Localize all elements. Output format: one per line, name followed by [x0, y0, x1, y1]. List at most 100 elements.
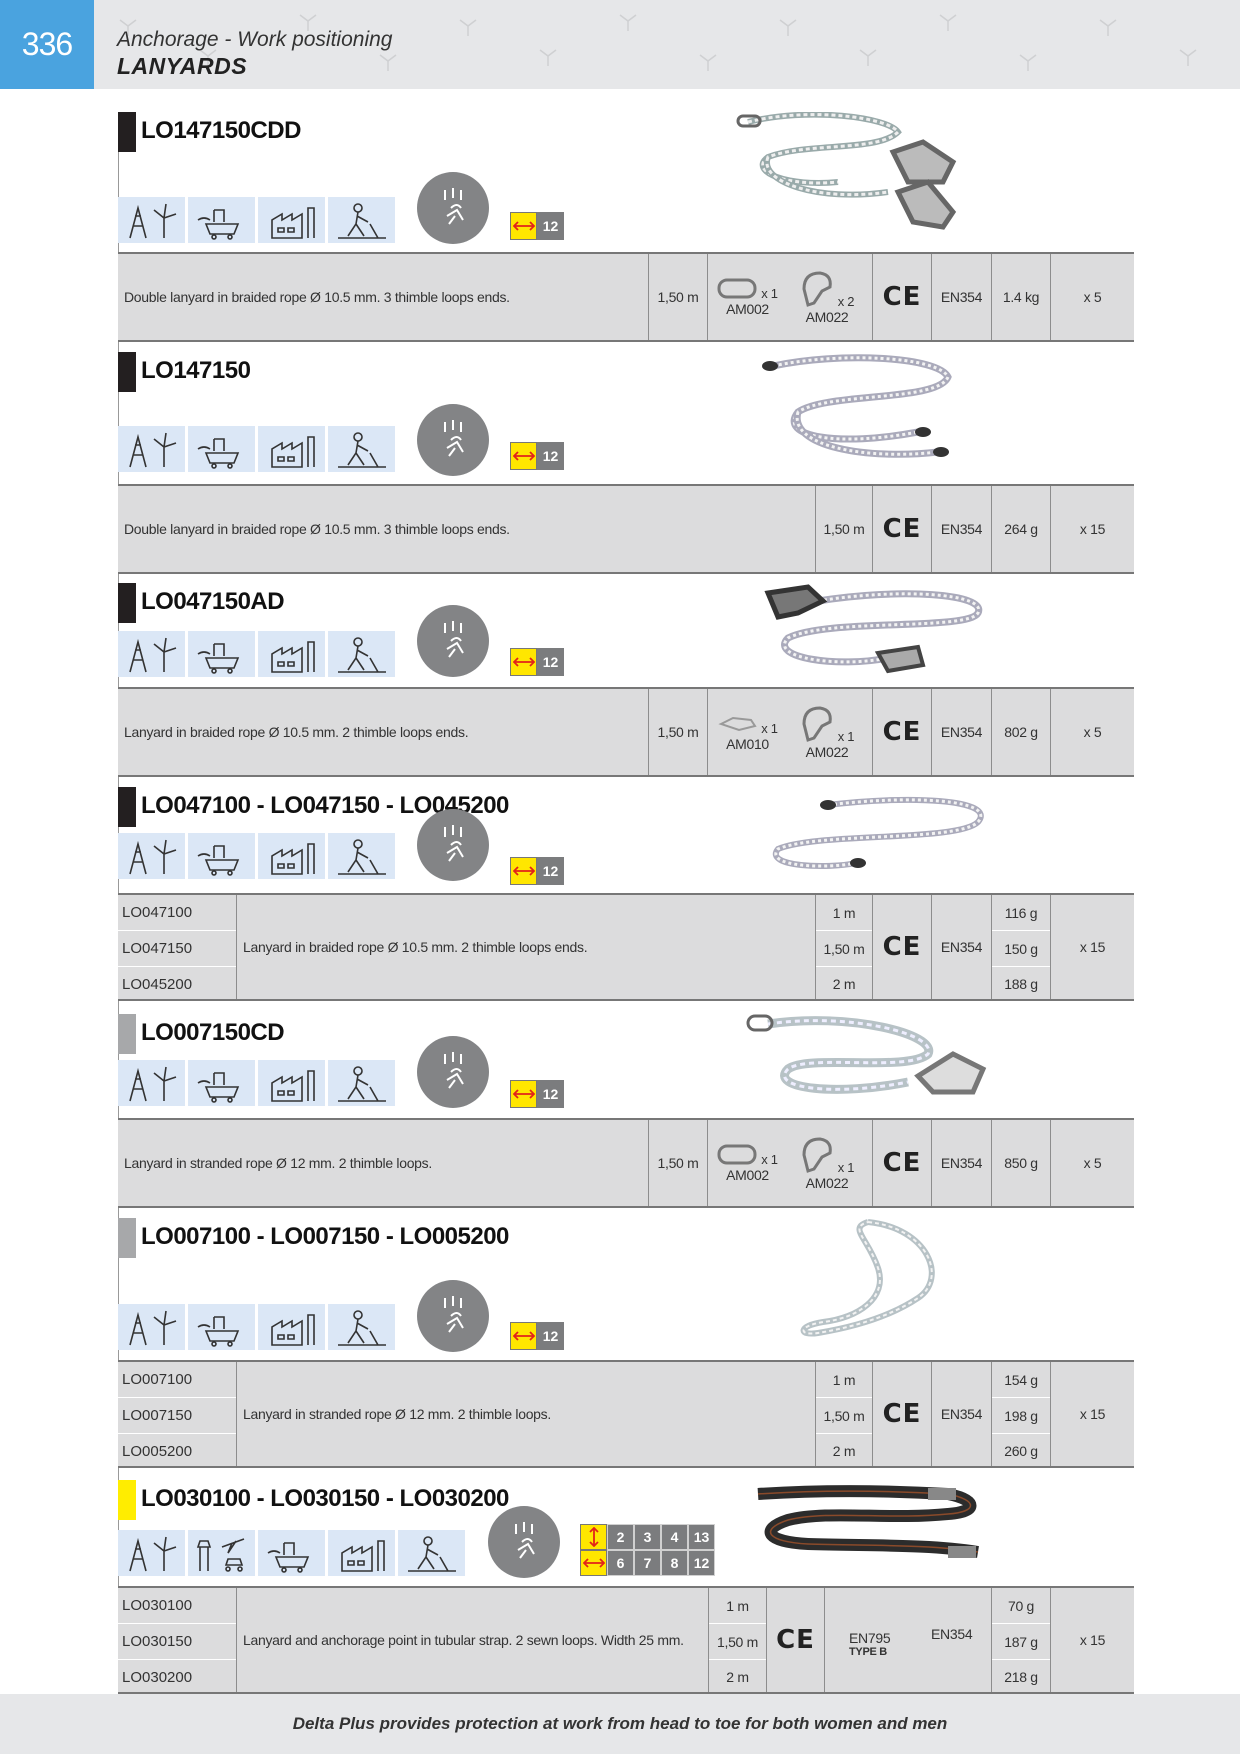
pack-cell: x 15 — [1050, 1588, 1134, 1692]
product-description: Double lanyard in braided rope Ø 10.5 mm… — [124, 521, 510, 537]
length-badge: 12 — [510, 1080, 564, 1108]
length-arrow-icon — [510, 212, 537, 240]
weight-cell: 198 g — [992, 1398, 1050, 1434]
fall-arrest-icon — [417, 605, 489, 677]
sector-icons — [118, 426, 395, 472]
length-value: 12 — [537, 212, 564, 240]
page-footer: Delta Plus provides protection at work f… — [0, 1694, 1240, 1754]
product-code: LO147150CDD — [141, 117, 301, 144]
length-cell: 1,50 m — [815, 486, 872, 572]
sector-icons — [118, 1304, 395, 1350]
product-photo — [772, 796, 984, 869]
accessory-ref: AM010 — [726, 736, 769, 752]
length-value: 12 — [537, 648, 564, 676]
weight-cell: 70 g — [992, 1588, 1050, 1624]
length-value: 12 — [537, 1322, 564, 1350]
construction-worker-icon — [328, 1060, 395, 1106]
weight-cell: 218 g — [1004, 1669, 1038, 1685]
header-pattern — [119, 14, 1197, 71]
length-badge: 12 — [510, 212, 564, 240]
weight-column: 154 g 198 g 260 g — [991, 1362, 1050, 1466]
code-bar — [118, 352, 136, 392]
wind-turbine-icon — [118, 1304, 185, 1350]
sector-icons — [118, 631, 395, 677]
wind-turbine-icon — [118, 833, 185, 879]
ref-cell: LO047100 — [118, 895, 236, 931]
product-lo047150ad: LO047150AD 12 Lanyard in braided rope Ø … — [118, 583, 1134, 777]
length-cell: 1 m — [816, 1362, 872, 1398]
code-bar — [118, 1480, 136, 1520]
norm-cell: EN795 TYPE B EN354 — [824, 1588, 991, 1692]
length-value: 12 — [537, 442, 564, 470]
ref-column: LO007100 LO007150 LO005200 — [118, 1362, 236, 1466]
accessory-ref: AM022 — [805, 309, 849, 325]
product-description: Lanyard in stranded rope Ø 12 mm. 2 thim… — [236, 1362, 815, 1466]
ref-cell: LO045200 — [122, 975, 193, 993]
factory-icon — [258, 833, 325, 879]
factory-icon — [258, 426, 325, 472]
ref-cell: LO007150 — [118, 1398, 236, 1434]
construction-worker-icon — [328, 1304, 395, 1350]
length-value: 8 — [661, 1550, 688, 1576]
weight-column: 70 g 187 g 218 g — [991, 1588, 1050, 1692]
norm-cell: EN354 — [931, 895, 991, 999]
factory-icon — [258, 631, 325, 677]
page-number: 336 — [0, 0, 94, 89]
mining-cart-icon — [188, 197, 255, 243]
accessory-ref: AM002 — [726, 301, 769, 317]
mining-cart-icon — [258, 1530, 325, 1576]
factory-icon — [328, 1530, 395, 1576]
norm-cell: EN354 — [931, 254, 991, 340]
product-photo — [800, 1219, 935, 1337]
page-header: 336 Anchorage - Work positioning LANYARD… — [0, 0, 1240, 89]
carabiner-icon — [717, 1144, 757, 1165]
product-photo — [736, 112, 957, 230]
wind-turbine-icon — [118, 197, 185, 243]
length-cell: 1,50 m — [648, 1120, 707, 1206]
product-code: LO030100 - LO030150 - LO030200 — [141, 1485, 509, 1512]
length-arrow-icon — [580, 1550, 607, 1576]
product-photo — [746, 1014, 987, 1095]
norm-cell: EN354 — [931, 1362, 991, 1466]
factory-icon — [258, 1304, 325, 1350]
product-code: LO047150AD — [141, 588, 285, 615]
length-cell: 2 m — [832, 1443, 856, 1459]
norm-type: TYPE B — [849, 1646, 887, 1658]
construction-worker-icon — [328, 833, 395, 879]
weight-cell: 1.4 kg — [991, 254, 1050, 340]
weight-cell: 260 g — [1004, 1443, 1038, 1459]
weight-cell: 154 g — [992, 1362, 1050, 1398]
product-lo147150cdd: LO147150CDD 12 Double lanyard in braided… — [118, 112, 1134, 342]
spec-row: Lanyard in stranded rope Ø 12 mm. 2 thim… — [118, 1118, 1134, 1208]
code-bar — [118, 1218, 136, 1258]
product-photo — [757, 1485, 979, 1558]
section-subtitle: Anchorage - Work positioning — [117, 28, 393, 51]
length-arrow-icon — [510, 857, 537, 885]
ce-mark: CE — [766, 1588, 824, 1692]
construction-worker-icon — [398, 1530, 465, 1576]
height-value: 3 — [634, 1524, 661, 1550]
length-cell: 1,50 m — [816, 931, 872, 967]
accessory-qty: x 1 — [761, 1152, 778, 1167]
length-column: 1 m 1,50 m 2 m — [815, 895, 872, 999]
length-cell: 1,50 m — [648, 689, 707, 775]
length-cell: 1 m — [816, 895, 872, 931]
pack-cell: x 15 — [1050, 486, 1134, 572]
spec-table: LO007100 LO007150 LO005200 Lanyard in st… — [118, 1360, 1134, 1468]
product-photo — [762, 354, 952, 458]
length-value: 12 — [688, 1550, 715, 1576]
ref-cell: LO030150 — [118, 1624, 236, 1660]
mining-cart-icon — [188, 1060, 255, 1106]
length-cell: 1 m — [709, 1588, 766, 1624]
rope-clamp-icon — [718, 716, 757, 732]
ref-column: LO030100 LO030150 LO030200 — [118, 1588, 236, 1692]
scaffold-hook-icon — [802, 706, 832, 742]
norm-en795: EN795 — [849, 1630, 891, 1646]
construction-worker-icon — [328, 426, 395, 472]
product-lo030-range: LO030100 - LO030150 - LO030200 2 3 4 13 … — [118, 1480, 1134, 1694]
fall-arrest-icon — [417, 404, 489, 476]
